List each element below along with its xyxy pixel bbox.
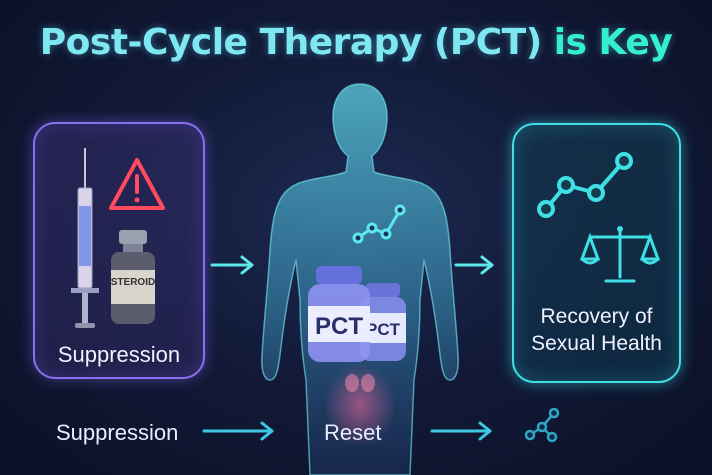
page-title: Post-Cycle Therapy (PCT) is Key bbox=[0, 22, 712, 63]
recovery-label-line1: Recovery of bbox=[540, 305, 653, 328]
flow-step-reset: Reset bbox=[324, 420, 382, 445]
molecule-icon bbox=[352, 204, 406, 244]
pct-bottle-large bbox=[308, 266, 370, 362]
suppression-card: STEROID Suppression bbox=[33, 122, 205, 379]
vial-label: STEROID bbox=[110, 277, 156, 288]
arrow-right-icon bbox=[202, 421, 274, 441]
pct-bottle-large-label: PCT bbox=[315, 313, 363, 340]
scales-icon bbox=[579, 226, 661, 283]
arrow-right-icon bbox=[430, 421, 492, 441]
suppression-card-label: Suppression bbox=[57, 342, 181, 367]
title-main: Post-Cycle Therapy (PCT) bbox=[39, 22, 542, 63]
molecule-icon bbox=[524, 407, 560, 443]
trend-line-icon bbox=[537, 152, 633, 218]
arrow-right-icon bbox=[454, 255, 494, 275]
warning-icon bbox=[109, 158, 165, 210]
flow-step-suppression: Suppression bbox=[56, 420, 179, 445]
title-highlight: is Key bbox=[553, 22, 673, 63]
recovery-label-line2: Sexual Health bbox=[531, 332, 662, 355]
syringe-icon bbox=[71, 148, 99, 328]
vial-icon bbox=[111, 230, 155, 324]
arrow-right-icon bbox=[210, 255, 254, 275]
recovery-card-label: Recovery of Sexual Health bbox=[514, 303, 679, 357]
pct-bottle-small-label: PCT bbox=[366, 320, 400, 339]
recovery-card: Recovery of Sexual Health bbox=[512, 123, 681, 383]
